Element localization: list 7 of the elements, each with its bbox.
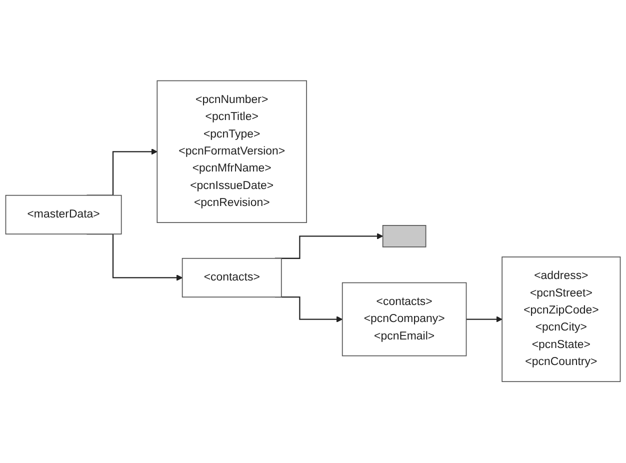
node-box: <pcnNumber> <pcnTitle> <pcnType> <pcnFormatVersion> <pcnMfrName> <pcnIssueDate> <pcnRevision> — [156, 80, 307, 224]
node-box: <contacts> <pcnCompany> <pcnEmail> — [342, 282, 467, 357]
node-box — [382, 225, 426, 248]
node-box: <address> <pcnStreet> <pcnZipCode> <pcnCity> <pcnState> <pcnCountry> — [502, 256, 621, 382]
arrow — [466, 316, 502, 323]
node-box: <masterData> — [5, 195, 122, 235]
node-box: <contacts> — [182, 258, 282, 298]
